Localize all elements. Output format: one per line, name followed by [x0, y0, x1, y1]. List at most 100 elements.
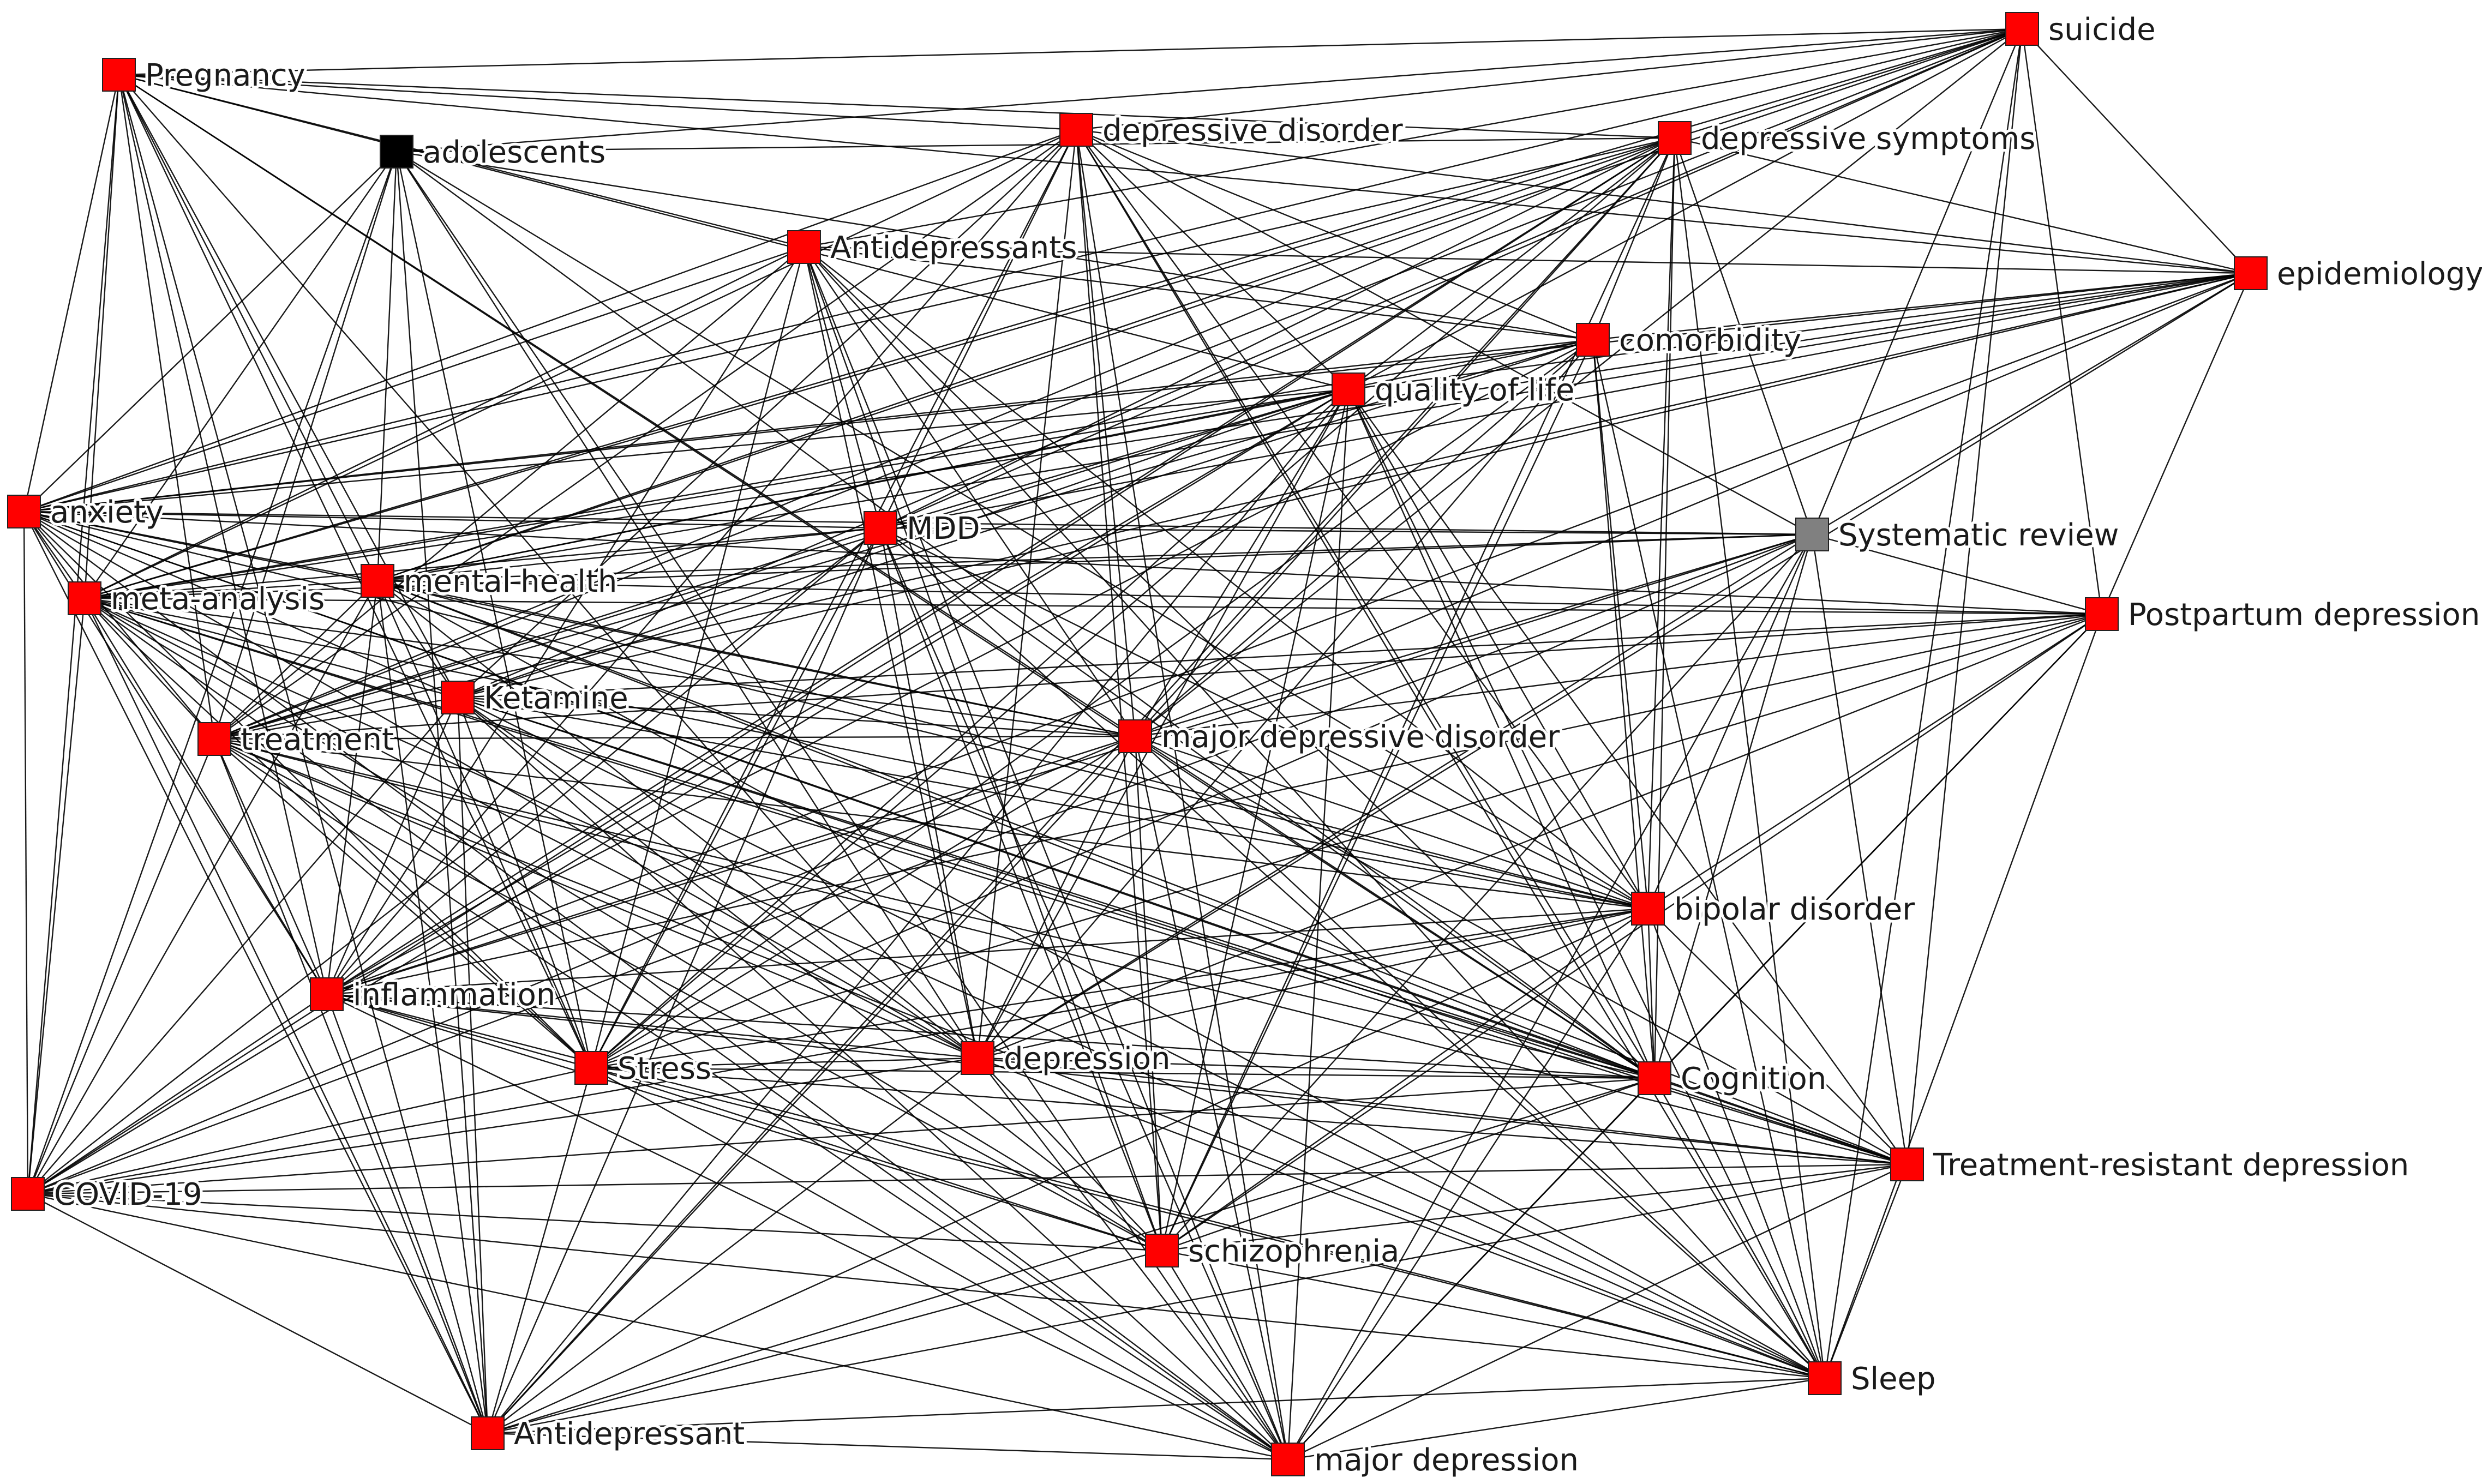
edge-mdd-cognition	[880, 527, 1655, 1079]
node-suicide[interactable]: suicide	[2005, 9, 2159, 50]
node-sleep[interactable]: Sleep	[1808, 1359, 1939, 1399]
node-label-adolescents: adolescents	[423, 135, 605, 170]
node-cognition[interactable]: Cognition	[1638, 1059, 1829, 1100]
node-label-pregnancy: Pregnancy	[145, 58, 305, 93]
edge-treatment-stress	[214, 738, 592, 1068]
edge-major_depressive_disorder-cognition	[1135, 735, 1655, 1079]
node-mdd[interactable]: MDD	[864, 508, 983, 549]
node-quality_of_life[interactable]: quality of life	[1332, 370, 1577, 411]
edge-antidepressants-cognition	[804, 247, 1655, 1079]
node-mental_health[interactable]: mental health	[361, 561, 620, 602]
node-label-stress: Stress	[617, 1051, 711, 1086]
node-antidepressants[interactable]: Antidepressants	[787, 227, 1080, 268]
edge-ketamine-bipolar_disorder	[457, 696, 1648, 910]
node-label-systematic_review: Systematic review	[1838, 518, 2119, 553]
edge-meta_analysis-antidepressant	[83, 598, 489, 1434]
edge-adolescents-major_depression	[396, 151, 1288, 1460]
edge-major_depressive_disorder-antidepressant	[487, 736, 1136, 1434]
edge-stress-major_depression	[591, 1067, 1288, 1461]
node-marker-depressive_disorder	[1059, 113, 1093, 147]
edge-inflammation-major_depression	[326, 993, 1288, 1461]
node-marker-postpartum_depression	[2085, 597, 2119, 631]
edge-quality_of_life-major_depressive_disorder	[1134, 389, 1350, 737]
edge-systematic_review-depression	[977, 533, 1813, 1059]
edge-inflammation-antidepressant	[326, 994, 489, 1434]
node-treatment_resistant_depression[interactable]: Treatment-resistant depression	[1890, 1145, 2412, 1186]
node-anxiety[interactable]: anxiety	[7, 492, 166, 533]
node-major_depression[interactable]: major depression	[1271, 1440, 1581, 1481]
edge-bipolar_disorder-depression	[977, 908, 1648, 1059]
edge-meta_analysis-schizophrenia	[84, 597, 1162, 1252]
node-adolescents[interactable]: adolescents	[380, 132, 608, 173]
node-comorbidity[interactable]: comorbidity	[1576, 320, 1804, 361]
node-treatment[interactable]: treatment	[197, 719, 397, 760]
edge-bipolar_disorder-inflammation	[326, 908, 1648, 995]
edge-depressive_disorder-systematic_review	[1076, 129, 1813, 536]
edge-systematic_review-cognition	[1653, 534, 1813, 1079]
node-marker-cognition	[1638, 1061, 1671, 1095]
node-systematic_review[interactable]: Systematic review	[1795, 515, 2121, 556]
edge-anxiety-mdd	[23, 510, 881, 529]
edge-quality_of_life-anxiety	[23, 388, 1349, 513]
edge-treatment-schizophrenia	[214, 738, 1162, 1252]
edge-major_depressive_disorder-bipolar_disorder	[1135, 735, 1648, 910]
edge-depressive_symptoms-comorbidity	[1592, 137, 1676, 340]
edge-anxiety-treatment	[23, 511, 215, 740]
edge-adolescents-mental_health	[376, 151, 398, 581]
edge-adolescents-suicide	[396, 28, 2023, 153]
edge-treatment_resistant_depression-sleep	[1824, 1164, 1908, 1379]
node-antidepressant[interactable]: Antidepressant	[471, 1414, 747, 1455]
node-bipolar_disorder[interactable]: bipolar disorder	[1631, 889, 1918, 930]
node-stress[interactable]: Stress	[574, 1048, 714, 1089]
node-marker-antidepressant	[471, 1416, 505, 1450]
edge-quality_of_life-schizophrenia	[1161, 389, 1350, 1251]
edge-mdd-meta_analysis	[84, 527, 881, 599]
node-label-mdd: MDD	[907, 511, 980, 546]
edge-treatment_resistant_depression-major_depression	[1287, 1163, 1908, 1461]
edge-depressive_disorder-epidemiology	[1076, 129, 2251, 274]
node-ketamine[interactable]: Ketamine	[441, 678, 631, 719]
edge-mental_health-bipolar_disorder	[377, 580, 1648, 910]
edge-depressive_disorder-stress	[590, 129, 1077, 1068]
edge-epidemiology-anxiety	[23, 272, 2251, 513]
node-label-covid19: COVID-19	[54, 1177, 202, 1212]
node-marker-epidemiology	[2234, 256, 2268, 290]
edge-bipolar_disorder-schizophrenia	[1161, 908, 1648, 1251]
node-meta_analysis[interactable]: meta-analysis	[68, 579, 327, 620]
node-major_depressive_disorder[interactable]: major depressive disorder	[1118, 717, 1563, 758]
node-label-sleep: Sleep	[1851, 1361, 1936, 1397]
node-depressive_disorder[interactable]: depressive disorder	[1059, 110, 1406, 151]
edge-bipolar_disorder-treatment_resistant_depression	[1647, 908, 1908, 1165]
edge-antidepressants-bipolar_disorder	[804, 247, 1648, 909]
node-pregnancy[interactable]: Pregnancy	[102, 55, 308, 96]
edge-suicide-postpartum_depression	[2021, 28, 2103, 615]
edge-mdd-depression	[879, 527, 979, 1059]
edge-pregnancy-quality_of_life	[118, 74, 1349, 390]
node-label-depressive_disorder: depressive disorder	[1102, 113, 1404, 148]
edge-suicide-epidemiology	[2022, 28, 2251, 274]
node-label-schizophrenia: schizophrenia	[1188, 1234, 1399, 1269]
node-epidemiology[interactable]: epidemiology	[2234, 254, 2482, 295]
edge-ketamine-sleep	[457, 696, 1825, 1379]
edge-ketamine-treatment	[214, 696, 458, 740]
node-postpartum_depression[interactable]: Postpartum depression	[2085, 594, 2482, 635]
edge-quality_of_life-treatment_resistant_depression	[1348, 389, 1908, 1165]
node-label-anxiety: anxiety	[50, 495, 164, 530]
edge-treatment_resistant_depression-antidepressant	[487, 1163, 1908, 1434]
edge-pregnancy-inflammation	[118, 74, 328, 995]
edge-depressive_symptoms-antidepressant	[487, 137, 1675, 1434]
edge-quality_of_life-bipolar_disorder	[1347, 389, 1649, 909]
edge-epidemiology-mdd	[880, 272, 2251, 529]
node-marker-treatment_resistant_depression	[1890, 1147, 1924, 1181]
edge-inflammation-schizophrenia	[326, 993, 1162, 1252]
node-schizophrenia[interactable]: schizophrenia	[1145, 1231, 1402, 1272]
node-marker-sleep	[1808, 1361, 1842, 1395]
node-depressive_symptoms[interactable]: depressive symptoms	[1658, 118, 2038, 159]
edge-depression-treatment_resistant_depression	[977, 1057, 1908, 1165]
node-depression[interactable]: depression	[961, 1038, 1173, 1079]
node-marker-depressive_symptoms	[1658, 121, 1692, 155]
node-inflammation[interactable]: inflammation	[310, 975, 558, 1016]
edge-depressive_symptoms-stress	[591, 137, 1675, 1068]
edge-depressive_disorder-anxiety	[23, 129, 1077, 513]
node-covid19[interactable]: COVID-19	[11, 1174, 205, 1215]
